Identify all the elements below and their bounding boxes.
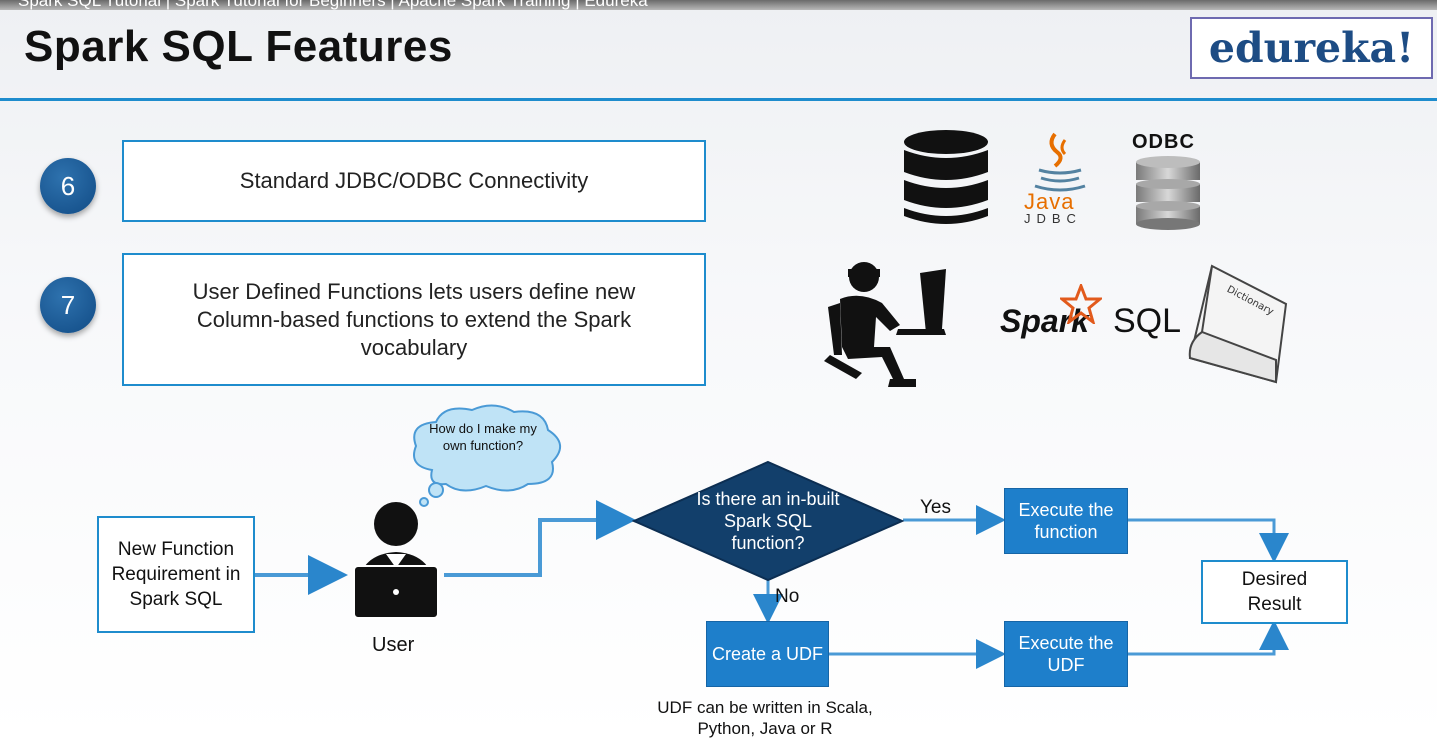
person-at-computer-icon [824,262,946,387]
edureka-logo: edureka! [1190,17,1433,79]
feature-box-jdbc: Standard JDBC/ODBC Connectivity [122,140,706,222]
title-divider [0,98,1437,101]
jdbc-label: JDBC [1024,211,1082,226]
video-title-bar: Spark SQL Tutorial | Spark Tutorial for … [0,0,1437,10]
thought-text: How do I make my own function? [429,421,537,453]
execute-udf-box: Execute the UDF [1004,621,1128,687]
odbc-database-icon [1136,156,1200,230]
java-label: Java [1024,189,1075,214]
execute-function-box: Execute the function [1004,488,1128,554]
decision-diamond [632,460,904,582]
database-icon [904,130,988,224]
udf-note: UDF can be written in Scala, Python, Jav… [657,698,873,738]
dictionary-book-icon: Dictionary [1188,264,1288,384]
spark-star-icon [1060,284,1102,324]
user-label: User [372,634,415,656]
odbc-label: ODBC [1132,131,1195,153]
video-title: Spark SQL Tutorial | Spark Tutorial for … [18,0,648,10]
thought-cloud-icon [413,404,561,507]
feature-number-6: 6 [40,158,96,214]
user-laptop-icon [353,502,439,619]
yes-label: Yes [920,497,951,518]
feature-number-7: 7 [40,277,96,333]
java-cup-icon [1034,132,1086,192]
slide-title: Spark SQL Features [24,22,453,71]
decision-text: Is there an in-built Spark SQL function? [696,489,840,553]
create-udf-box: Create a UDF [706,621,829,687]
desired-result-box: Desired Result [1201,560,1348,624]
no-label: No [775,586,800,607]
feature-box-udf: User Defined Functions lets users define… [122,253,706,386]
start-box: New Function Requirement in Spark SQL [97,516,255,633]
sql-label: SQL [1113,302,1182,340]
